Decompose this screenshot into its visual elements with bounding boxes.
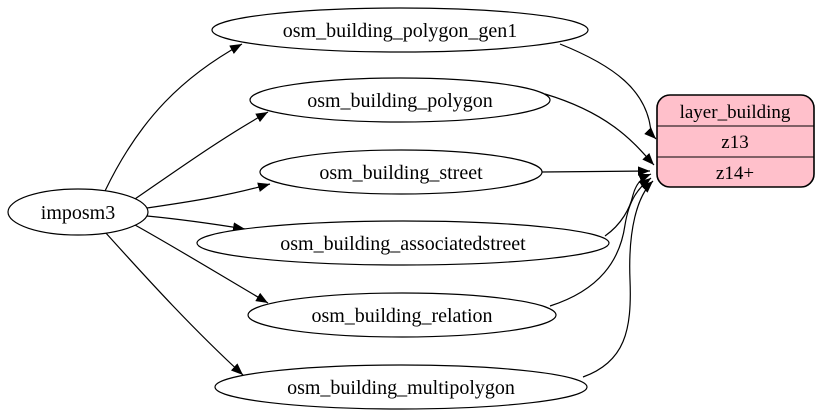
node-osm-building-polygon-gen1: osm_building_polygon_gen1 [211,7,589,53]
node-layer-building-shape [656,94,815,188]
node-layer-building-row-z13: z13 [721,132,748,153]
node-osm-building-multipolygon: osm_building_multipolygon [214,364,588,410]
edge-osm-building-relation-to-z14 [549,177,652,307]
node-osm-building-associatedstreet-shape [196,220,610,266]
node-osm-building-associatedstreet-label: osm_building_associatedstreet [280,233,526,255]
node-osm-building-multipolygon-shape [214,364,588,410]
node-osm-building-polygon-gen1-shape [211,7,589,53]
node-imposm3-shape [7,188,149,236]
node-osm-building-street-shape [259,149,543,195]
node-osm-building-street-label: osm_building_street [319,162,483,184]
edge-osm-building-street-to-z14 [541,166,651,176]
node-imposm3: imposm3 [7,188,149,236]
edge-imposm3-to-osm-building-associatedstreet [146,215,246,232]
node-osm-building-polygon: osm_building_polygon [249,77,551,123]
edge-imposm3-to-osm-building-multipolygon [104,231,244,376]
edge-imposm3-to-osm-building-street [146,182,271,209]
edge-osm-building-polygon-to-z14 [544,93,655,166]
node-osm-building-relation-shape [247,292,557,338]
edge-osm-building-multipolygon-to-z14 [582,180,654,378]
edge-imposm3-to-osm-building-polygon-gen1 [104,43,243,192]
node-layer-building-title: layer_building [680,102,791,123]
edge-group-source-to-tables [104,43,271,376]
node-osm-building-polygon-shape [249,77,551,123]
node-osm-building-polygon-label: osm_building_polygon [307,90,493,112]
edge-imposm3-to-osm-building-polygon [134,111,269,200]
edge-group-tables-to-layer [541,43,657,378]
node-osm-building-street: osm_building_street [259,149,543,195]
node-layer-building: layer_building z13 z14+ [656,94,815,188]
node-osm-building-multipolygon-label: osm_building_multipolygon [287,377,515,399]
node-osm-building-polygon-gen1-label: osm_building_polygon_gen1 [283,20,517,42]
edge-osm-building-polygon-gen1-to-z13 [559,43,657,140]
node-layer-building-row-z14: z14+ [716,163,754,184]
node-osm-building-relation-label: osm_building_relation [311,305,492,327]
node-osm-building-relation: osm_building_relation [247,292,557,338]
edge-imposm3-to-osm-building-relation [134,224,269,304]
node-osm-building-associatedstreet: osm_building_associatedstreet [196,220,610,266]
node-imposm3-label: imposm3 [41,202,115,224]
